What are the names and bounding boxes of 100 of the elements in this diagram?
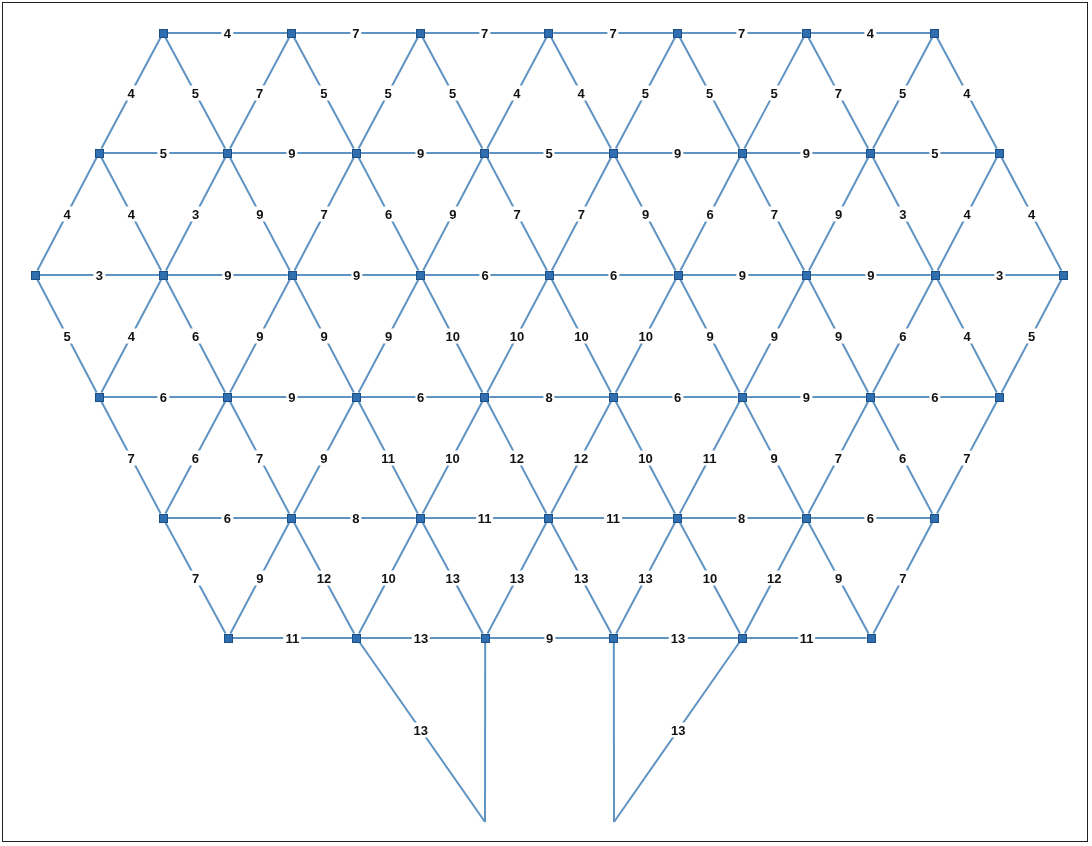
node-marker [94,148,104,158]
node-marker [223,633,233,643]
connector-line [617,637,739,639]
node-marker [415,28,425,38]
connector-line [229,521,291,635]
edge-label: 12 [314,570,334,586]
node-marker [415,513,425,523]
node-marker [930,270,940,280]
edge-label: 4 [511,85,523,101]
connector-line [357,156,420,272]
node-marker [287,513,297,523]
edge-label: 7 [125,450,137,465]
connector-line [678,521,741,635]
connector-line [552,274,675,276]
node-marker [801,513,811,523]
edge-label: 7 [511,206,523,222]
connector-line [102,152,225,154]
node-marker [158,28,168,38]
edge-label: 4 [961,85,973,101]
connector-line [486,400,548,515]
node-marker [672,513,682,523]
connector-line [550,521,613,635]
edge-label: 4 [61,206,73,222]
node-marker [544,513,554,523]
edge-label: 10 [507,328,527,344]
connector-line [422,156,484,272]
edge-label: 6 [190,328,202,344]
connector-line [488,152,610,154]
connector-line [552,32,674,34]
connector-line [360,637,482,639]
connector-line [550,400,612,515]
connector-line [486,156,548,272]
edge-label: 13 [443,570,462,586]
edge-label: 6 [897,328,909,344]
connector-line [293,156,355,272]
connector-line [231,637,354,639]
edge-label: 10 [443,328,463,344]
node-marker [737,148,747,158]
connector-line [745,637,868,639]
connector-line [100,156,163,272]
connector-line [745,396,868,398]
edge-label: 7 [318,206,330,222]
edge-label: 9 [254,328,266,344]
edge-label: 9 [254,570,266,586]
connector-line [614,400,676,515]
connector-line [936,156,998,272]
connector-line [1000,278,1063,394]
edge-label: 10 [636,450,655,465]
edge-label: 5 [382,85,394,101]
node-marker [158,513,168,523]
edge-label: 4 [961,206,973,222]
edge-label: 7 [897,570,909,586]
connector-line [872,156,934,272]
node-marker [802,270,812,280]
edge-label: 9 [768,450,780,465]
connector-line [486,521,548,635]
node-marker [737,633,747,643]
edge-label: 7 [254,450,266,465]
edge-label: 9 [833,206,845,222]
connector-line [167,274,289,276]
connector-line [229,278,291,394]
connector-line [423,32,546,34]
connector-line [1000,156,1063,272]
edge-label: 4 [575,85,587,101]
node-marker [287,270,297,280]
edge-label: 9 [447,206,459,222]
connector-line [295,32,417,34]
edge-label: 10 [443,450,462,465]
connector-line [743,36,805,150]
edge-label: 5 [1025,328,1038,344]
node-marker [672,28,682,38]
connector-line [359,396,482,398]
connector-line [550,36,612,150]
edge-label: 6 [897,450,909,465]
node-marker [480,633,490,643]
edge-label: 7 [961,450,973,465]
connector-line [681,274,804,276]
connector-line [807,36,870,150]
node-marker [351,392,361,402]
node-marker [287,28,297,38]
edge-label: 5 [768,85,780,101]
connector-line [743,156,806,272]
node-marker [416,270,426,280]
node-marker [866,392,876,402]
connector-line [293,36,355,150]
edge-label: 9 [382,328,395,344]
node-marker [94,392,104,402]
connector-line [293,400,355,515]
connector-line [36,156,98,272]
node-marker [866,633,876,643]
connector-line [678,400,741,515]
connector-line [38,274,161,276]
node-marker [737,392,747,402]
connector-line [743,521,805,635]
connector-line [164,36,227,150]
edge-label: 12 [507,450,527,465]
edge-label: 7 [575,206,587,222]
node-marker [351,148,361,158]
connector-line [164,400,227,515]
connector-line [229,156,291,272]
